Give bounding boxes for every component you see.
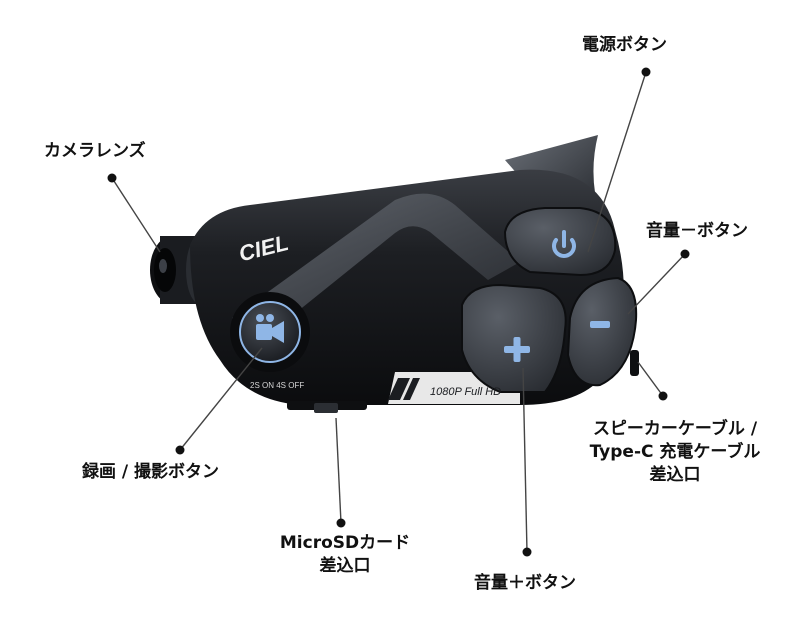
- leader-volume-down: [627, 249, 690, 315]
- side-port: [630, 350, 639, 376]
- volume-up-button: [461, 283, 567, 393]
- record-button: [230, 292, 310, 372]
- label-microsd-line2: 差込口: [319, 556, 371, 576]
- label-speaker-cable-line1: スピーカーケーブル /: [592, 419, 758, 439]
- label-volume-up: 音量＋ボタン: [474, 573, 576, 593]
- model-text: 1080P Full HD: [430, 386, 501, 398]
- label-volume-down: 音量－ボタン: [646, 221, 748, 241]
- label-speaker-cable-line2: Type-C 充電ケーブル: [589, 442, 761, 462]
- power-button: [503, 207, 617, 277]
- leader-camera: [107, 173, 161, 253]
- label-camera-lens: カメラレンズ: [44, 141, 146, 161]
- label-power-button: 電源ボタン: [582, 35, 667, 55]
- volume-down-button: [566, 276, 638, 387]
- leader-volume-up: [522, 367, 532, 557]
- leader-port: [637, 361, 668, 401]
- label-speaker-cable: スピーカーケーブル / Type-C 充電ケーブル 差込口: [572, 418, 778, 487]
- button-caption: 2S ON 4S OFF: [250, 381, 304, 390]
- label-speaker-cable-line3: 差込口: [649, 465, 701, 485]
- label-microsd: MicroSDカード 差込口: [270, 532, 420, 578]
- minus-icon: [590, 321, 610, 328]
- leader-power: [587, 67, 651, 253]
- label-microsd-line1: MicroSDカード: [279, 533, 411, 553]
- power-icon: [552, 230, 576, 258]
- leader-microsd: [335, 417, 346, 528]
- leader-record: [175, 347, 263, 455]
- plus-icon: [504, 337, 530, 362]
- video-camera-icon: [256, 314, 284, 343]
- label-record-button: 録画 / 撮影ボタン: [82, 462, 220, 482]
- glossy-band: [232, 193, 520, 340]
